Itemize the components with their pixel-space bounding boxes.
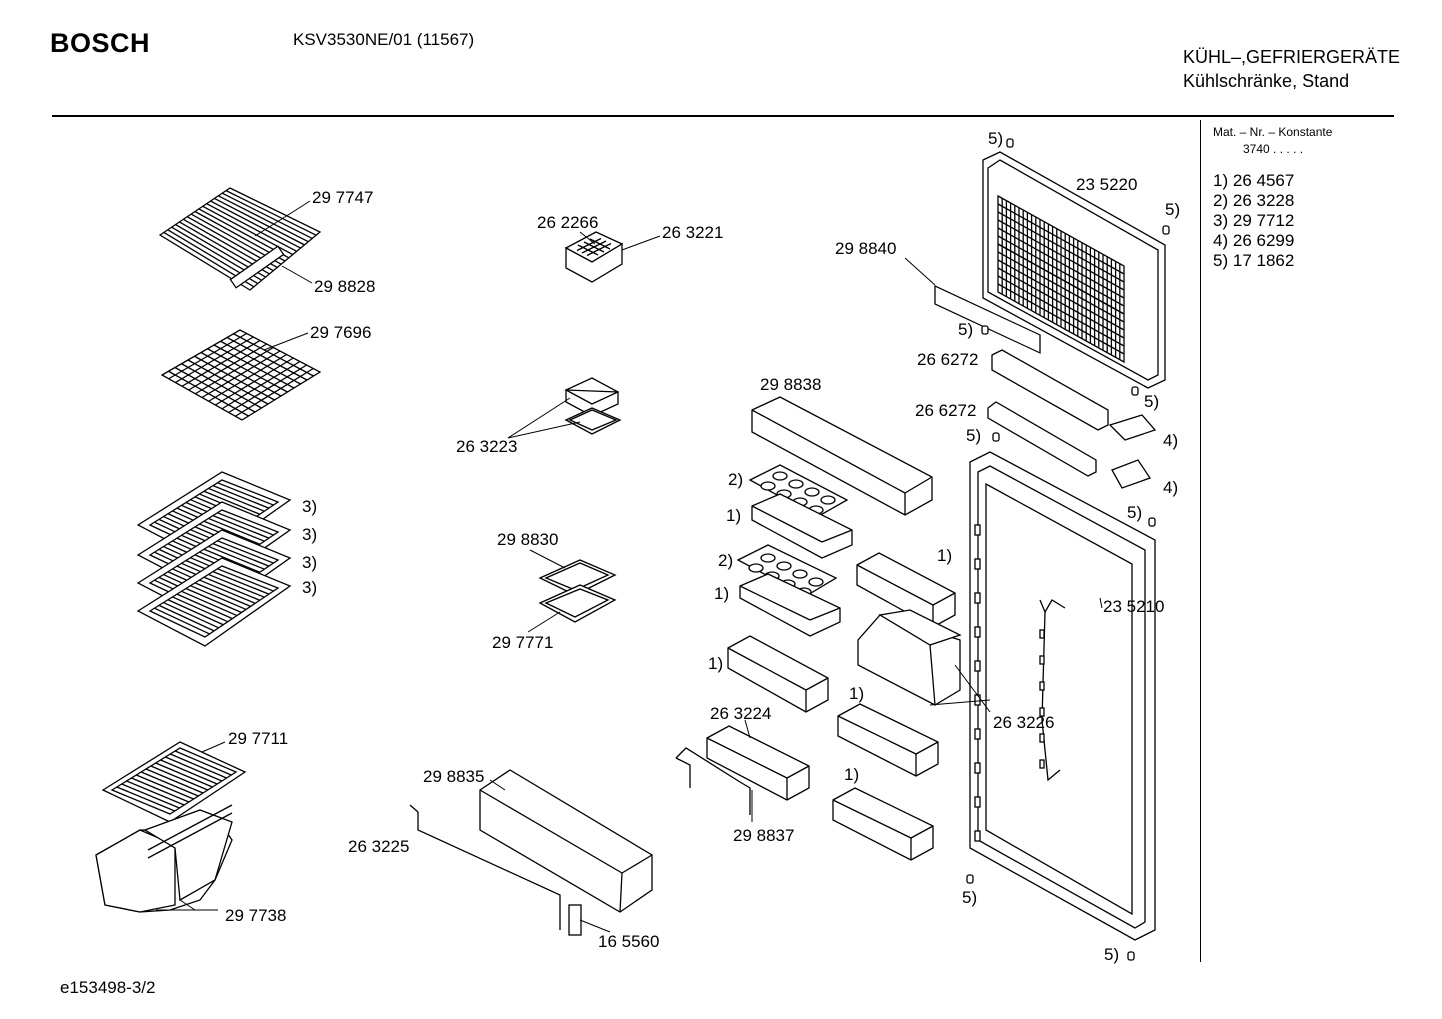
fridge-door-drawing	[969, 451, 1156, 941]
freezer-door-drawing	[982, 151, 1166, 389]
legend-item: 5) 17 1862	[1213, 251, 1295, 270]
callout-label: 29 8835	[423, 767, 484, 786]
small-box-drawing	[564, 377, 622, 435]
callout-label: 5)	[988, 129, 1003, 148]
callout-label: 26 2266	[537, 213, 598, 232]
wire-shelf-drawing	[158, 187, 322, 291]
callout-label: 29 7747	[312, 188, 373, 207]
callout-label: 1)	[937, 546, 952, 565]
brand-logo: BOSCH	[50, 28, 151, 58]
callout-label: 29 7738	[225, 906, 286, 925]
category-subtitle: Kühlschränke, Stand	[1183, 71, 1350, 91]
bottle-rack-wire-drawing	[675, 747, 751, 815]
callout-label: 1)	[708, 654, 723, 673]
callout-label: 23 5210	[1103, 597, 1164, 616]
callout-label: 3)	[302, 497, 317, 516]
legend-list: 1) 26 4567 2) 26 3228 3) 29 7712 4) 26 6…	[1213, 171, 1294, 271]
callout-label: 26 3223	[456, 437, 517, 456]
tray-pair-drawing	[538, 559, 617, 623]
legend-heading: Mat. – Nr. – Konstante	[1213, 125, 1333, 139]
callout-label: 29 8838	[760, 375, 821, 394]
legend-item: 1) 26 4567	[1213, 171, 1295, 190]
callout-label: 5)	[1104, 945, 1119, 964]
egg-tray-2-drawing	[736, 544, 841, 637]
legend-item: 3) 29 7712	[1213, 211, 1295, 230]
ice-tray-drawing	[564, 231, 624, 283]
callout-label: 4)	[1163, 478, 1178, 497]
callout-label: 26 3224	[710, 704, 771, 723]
callout-label: 26 6272	[917, 350, 978, 369]
callout-label: 16 5560	[598, 932, 659, 951]
dairy-compartment-drawing	[857, 609, 962, 706]
callout-label: 1)	[714, 584, 729, 603]
callout-label: 26 3225	[348, 837, 409, 856]
callout-label: 5)	[962, 888, 977, 907]
legend-item: 2) 26 3228	[1213, 191, 1295, 210]
callout-label: 26 6272	[915, 401, 976, 420]
door-shelf-large-drawing	[751, 396, 933, 516]
callout-label: 29 7696	[310, 323, 371, 342]
handle-bars-drawing	[987, 349, 1109, 477]
crisper-shelf-drawing	[101, 741, 247, 823]
callout-label: 1)	[726, 506, 741, 525]
screw-icons	[966, 138, 1170, 961]
callout-label: 23 5220	[1076, 175, 1137, 194]
egg-tray-drawing	[748, 464, 853, 559]
bottom-bottle-shelf-drawing	[409, 769, 653, 936]
legend-item: 4) 26 6299	[1213, 231, 1295, 250]
callout-label: 29 8840	[835, 239, 896, 258]
callout-label: 26 3226	[993, 713, 1054, 732]
callout-label: 26 3221	[662, 223, 723, 242]
callout-label: 3)	[302, 578, 317, 597]
model-number: KSV3530NE/01 (11567)	[293, 30, 475, 49]
callout-labels: 29 7747 29 8828 29 7696 3) 3) 3) 3) 29 7…	[225, 129, 1180, 964]
callout-label: 5)	[1127, 503, 1142, 522]
drawing-reference: e153498-3/2	[60, 978, 156, 997]
callout-label: 5)	[1144, 392, 1159, 411]
legend-code: 3740 . . . . .	[1243, 142, 1304, 156]
leader-lines	[156, 200, 1103, 933]
callout-label: 5)	[958, 320, 973, 339]
callout-label: 3)	[302, 553, 317, 572]
crisper-box-drawing	[95, 804, 233, 913]
callout-label: 5)	[966, 426, 981, 445]
callout-label: 2)	[718, 551, 733, 570]
callout-label: 4)	[1163, 431, 1178, 450]
callout-label: 29 8837	[733, 826, 794, 845]
hinge-drawing	[1108, 414, 1157, 489]
callout-label: 1)	[849, 684, 864, 703]
callout-label: 3)	[302, 525, 317, 544]
header-divider	[52, 115, 1394, 117]
grid-shelf-drawing	[160, 329, 322, 421]
callout-label: 29 7771	[492, 633, 553, 652]
door-bins-drawing	[706, 552, 956, 861]
callout-label: 1)	[844, 765, 859, 784]
callout-label: 29 8828	[314, 277, 375, 296]
callout-label: 5)	[1165, 200, 1180, 219]
category-title: KÜHL–,GEFRIERGERÄTE	[1183, 47, 1401, 67]
callout-label: 29 7711	[228, 729, 288, 748]
callout-label: 29 8830	[497, 530, 558, 549]
callout-label: 2)	[728, 470, 743, 489]
legend-divider	[1200, 120, 1201, 962]
stacked-shelves-drawing	[136, 471, 292, 647]
